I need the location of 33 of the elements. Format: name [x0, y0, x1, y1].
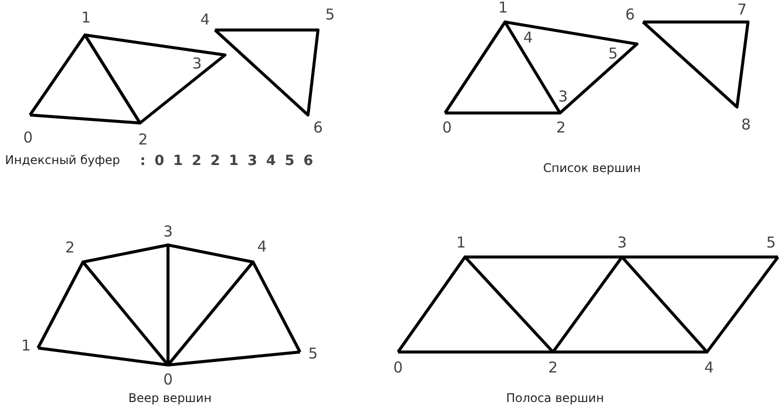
vertex-number: 7	[737, 2, 747, 18]
vertex-number: 6	[313, 120, 323, 136]
vertex-number: 6	[625, 8, 635, 22]
caption: Список вершин	[543, 162, 641, 174]
vertex-number: 2	[556, 120, 566, 136]
vertex-number: 0	[23, 130, 33, 146]
vertex-number: 3	[558, 90, 568, 104]
vertex-number: 4	[257, 240, 267, 254]
vertex-number: 2	[65, 240, 75, 256]
vertex-number: 2	[138, 132, 148, 148]
vertex-number: 3	[192, 56, 202, 72]
vertex-number: 3	[617, 236, 627, 250]
vertex-number: 5	[608, 46, 618, 62]
vertex-number: 5	[308, 346, 318, 362]
caption: Индексный буфер	[5, 154, 120, 166]
vertex-number: 0	[163, 372, 173, 388]
vertex-number: 2	[548, 360, 558, 376]
vertex-number: 1	[456, 236, 466, 250]
vertex-number: 1	[21, 338, 31, 354]
vertex-number: 3	[163, 224, 173, 240]
vertex-number: 0	[442, 120, 452, 136]
vertex-number: 5	[766, 236, 776, 250]
vertex-number: 1	[498, 0, 508, 16]
vertex-number: 8	[741, 118, 751, 132]
caption: Полоса вершин	[506, 392, 604, 404]
vertex-number: 1	[81, 10, 91, 26]
index-buffer-values: : 0 1 2 2 1 3 4 5 6	[140, 154, 316, 168]
vertex-number: 5	[325, 8, 335, 22]
vertex-number: 4	[523, 30, 533, 46]
vertex-number: 0	[393, 360, 403, 376]
vertex-number: 4	[704, 360, 714, 376]
vertex-number: 4	[200, 12, 210, 28]
caption: Веер вершин	[128, 392, 212, 404]
